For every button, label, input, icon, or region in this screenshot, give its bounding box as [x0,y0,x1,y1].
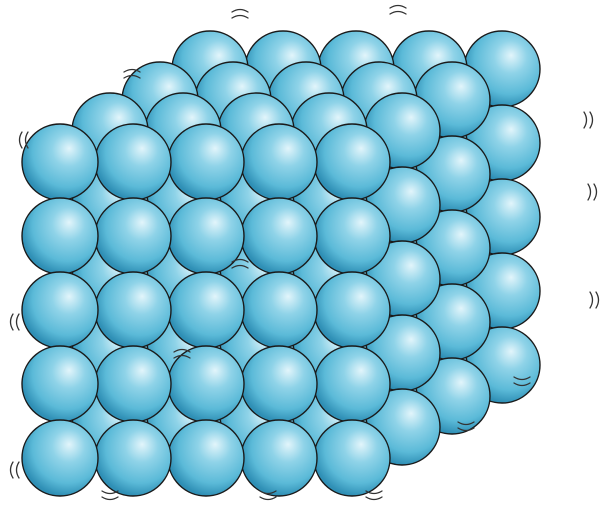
vibration-mark-icon [11,462,20,478]
sphere [22,272,98,348]
sphere [22,198,98,274]
sphere [168,124,244,200]
vibration-mark-icon [390,6,406,15]
sphere [314,420,390,496]
sphere [314,272,390,348]
sphere [241,198,317,274]
sphere [168,272,244,348]
vibration-mark-icon [590,292,599,308]
sphere [95,198,171,274]
sphere [241,124,317,200]
vibration-mark-icon [102,491,118,500]
sphere [314,346,390,422]
vibration-mark-icon [232,10,248,19]
vibration-mark-icon [11,314,20,330]
sphere [95,124,171,200]
sphere [22,346,98,422]
sphere [241,272,317,348]
sphere [168,420,244,496]
sphere [314,198,390,274]
sphere-layers [22,31,540,496]
sphere [241,420,317,496]
sphere [168,198,244,274]
sphere [95,420,171,496]
sphere [314,124,390,200]
vibration-mark-icon [20,132,29,148]
sphere [22,124,98,200]
sphere [95,272,171,348]
sphere [168,346,244,422]
vibration-mark-icon [584,112,593,128]
sphere [241,346,317,422]
vibration-mark-icon [588,184,597,200]
sphere [22,420,98,496]
sphere [95,346,171,422]
vibration-mark-icon [366,491,382,500]
